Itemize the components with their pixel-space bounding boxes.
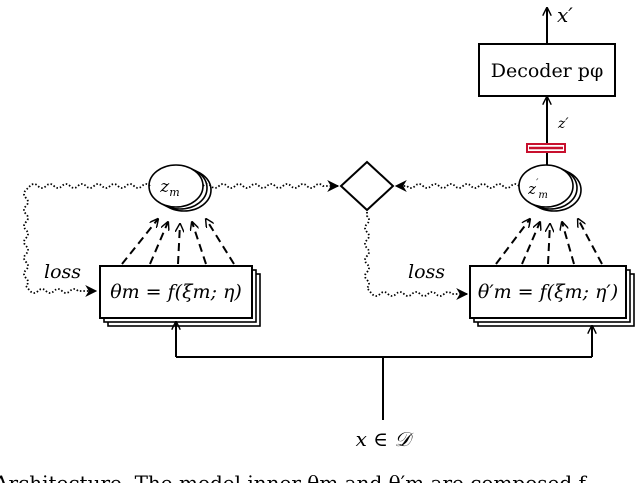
comparison-diamond <box>339 160 395 212</box>
latent-right-label: z′m <box>527 178 548 201</box>
decoder-input-label: z′ <box>557 116 569 132</box>
model-left-label: θm = f(ξm; η) <box>110 281 242 303</box>
loss-label-right: loss <box>408 261 445 283</box>
input-label: x ∈ 𝒟 <box>356 427 415 451</box>
loss-label-left: loss <box>44 261 81 283</box>
loss-loop-left <box>23 183 151 297</box>
decoder-box <box>478 43 616 97</box>
input-fanout <box>176 356 592 420</box>
latent-right-node: z′m <box>518 164 582 212</box>
model-right-label: θ′m = f(ξm; η′) <box>478 281 618 303</box>
output-label: x′ <box>557 3 573 27</box>
decoder-label: Decoder pφ <box>491 60 604 82</box>
sampling-arrows-right <box>495 219 603 265</box>
caption-fragment: Architecture. The model inner θm and θ′m… <box>0 471 588 483</box>
loss-loop-right <box>364 212 469 300</box>
model-left-box: θm = f(ξm; η) <box>99 265 261 327</box>
sampling-arrows-left <box>121 219 235 265</box>
latent-left-node: zm <box>148 164 212 212</box>
latent-left-to-diamond <box>202 180 340 192</box>
latent-left-label: zm <box>159 177 179 199</box>
model-right-box: θ′m = f(ξm; η′) <box>469 265 635 327</box>
latent-right-to-diamond <box>394 180 520 192</box>
